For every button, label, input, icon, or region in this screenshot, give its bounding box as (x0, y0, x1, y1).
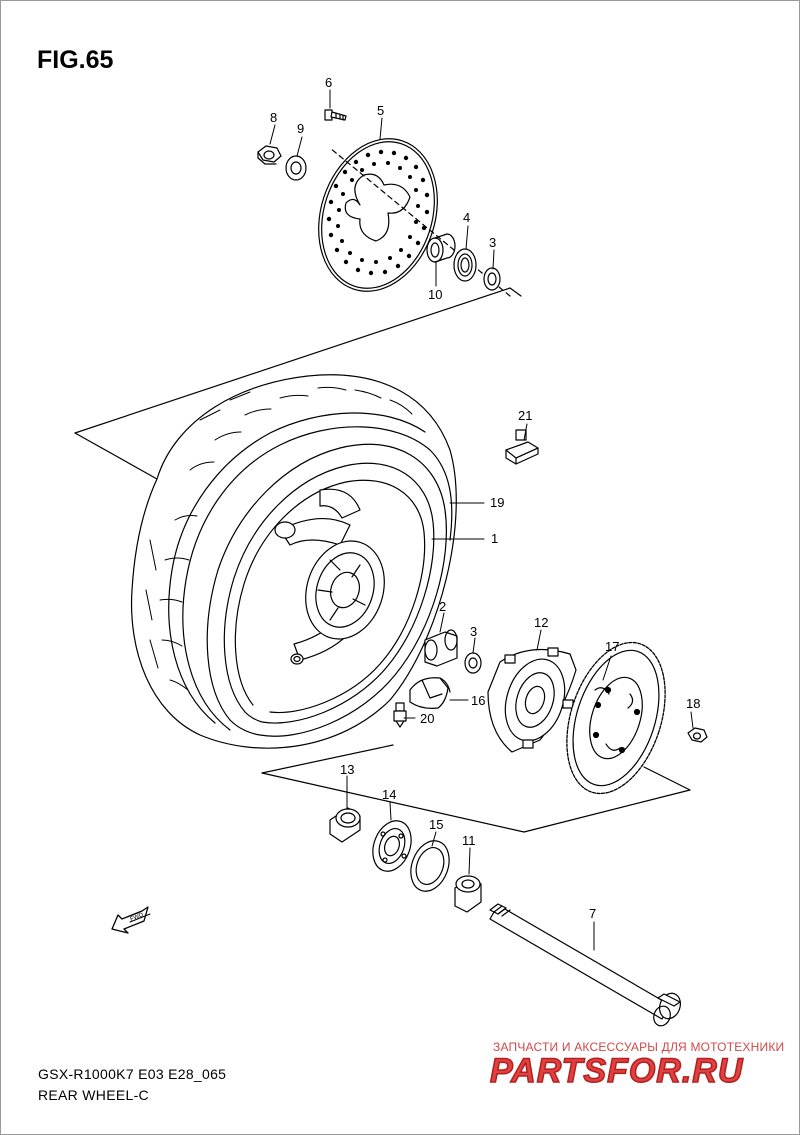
callout-18: 18 (686, 696, 700, 711)
callout-2: 2 (439, 599, 446, 614)
callout-9: 9 (297, 121, 304, 136)
spacer-11 (454, 875, 482, 913)
callout-15: 15 (429, 817, 443, 832)
sprocket-nut (687, 727, 708, 743)
callout-7: 7 (589, 906, 596, 921)
bearing-4 (453, 248, 477, 282)
callout-21: 21 (518, 408, 532, 423)
callout-16: 16 (471, 693, 485, 708)
callout-11: 11 (462, 833, 476, 848)
callout-labels: 6 8 9 5 4 3 10 21 19 1 2 3 12 17 16 18 2… (130, 75, 701, 923)
seal-15 (410, 840, 450, 892)
washer-9 (285, 155, 307, 181)
spacer-13 (329, 807, 361, 843)
bearing-14 (372, 820, 412, 872)
rear-sprocket (566, 641, 666, 795)
watermark-tagline: ЗАПЧАСТИ И АКСЕССУАРЫ ДЛЯ МОТОТЕХНИКИ (493, 1040, 785, 1054)
callout-3-top: 3 (489, 235, 496, 250)
balance-weight (505, 429, 539, 465)
cush-damper (409, 677, 451, 709)
watermark-brand: PARTSFOR.RU (489, 1051, 744, 1091)
callout-5: 5 (377, 103, 384, 118)
callout-19: 19 (490, 495, 504, 510)
callout-8: 8 (270, 110, 277, 125)
brake-disc (318, 138, 438, 292)
callout-10: 10 (428, 287, 442, 302)
sprocket-drum (487, 647, 577, 753)
lower-guide-plane (261, 744, 691, 833)
leader-lines (269, 89, 694, 951)
spacer-10 (426, 233, 456, 263)
fwd-badge-text: FWD (130, 912, 146, 923)
figure-title: FIG.65 (37, 46, 114, 74)
callout-1: 1 (491, 531, 498, 546)
callout-3-mid: 3 (470, 624, 477, 639)
callout-12: 12 (534, 615, 548, 630)
rear-wheel-rim (206, 443, 447, 737)
disc-bolt (324, 109, 347, 121)
seal-3-mid (464, 652, 482, 674)
spacer-2 (424, 629, 458, 667)
nut-8 (257, 145, 282, 165)
callout-4: 4 (463, 210, 470, 225)
tire-valve (393, 702, 407, 728)
rear-axle (489, 903, 681, 1027)
callout-13: 13 (340, 762, 354, 777)
upper-guide-plane (74, 147, 522, 480)
callout-14: 14 (382, 787, 396, 802)
callout-20: 20 (420, 711, 434, 726)
seal-3-top (483, 267, 501, 291)
section-name: REAR WHEEL-C (38, 1087, 149, 1103)
callout-17: 17 (605, 639, 619, 654)
model-code: GSX-R1000K7 E03 E28_065 (38, 1066, 227, 1082)
fwd-arrow-icon (111, 906, 151, 934)
callout-6: 6 (325, 75, 332, 90)
